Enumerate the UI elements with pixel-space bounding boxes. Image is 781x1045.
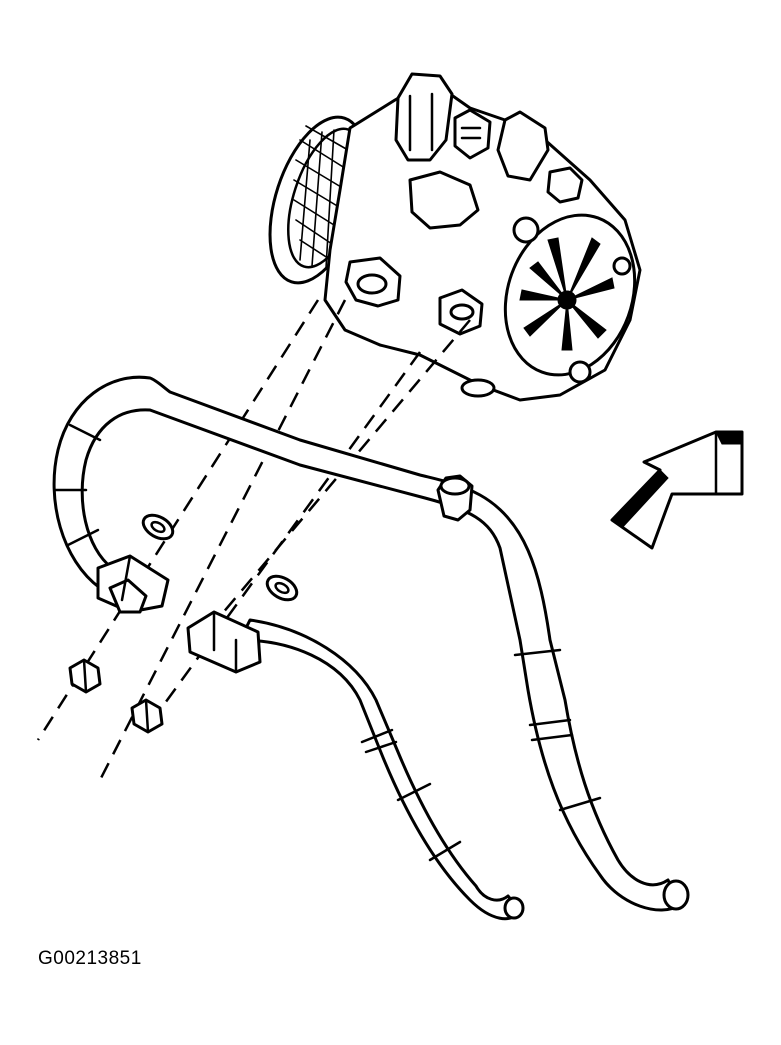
sealing-washer-lower bbox=[265, 574, 299, 602]
figure-id-label: G00213851 bbox=[38, 948, 142, 969]
retaining-nut-lower bbox=[130, 698, 164, 734]
suction-hose-assembly bbox=[52, 375, 690, 912]
stud-centerlines bbox=[36, 299, 471, 781]
service-port-fitting bbox=[436, 474, 474, 522]
compressor-discharge-port bbox=[438, 288, 484, 336]
suction-hose-block-fitting bbox=[96, 554, 170, 614]
discharge-hose-assembly bbox=[186, 610, 525, 921]
suction-hose bbox=[52, 375, 682, 912]
ac-compressor bbox=[268, 72, 642, 402]
direction-arrow-icon bbox=[610, 430, 744, 550]
retaining-nut-upper bbox=[68, 658, 102, 694]
discharge-hose-block-fitting bbox=[186, 610, 262, 674]
compressor-rear-head bbox=[460, 213, 637, 398]
discharge-hose bbox=[238, 618, 522, 921]
compressor-suction-port bbox=[344, 256, 402, 308]
sealing-washer-upper bbox=[141, 513, 175, 541]
